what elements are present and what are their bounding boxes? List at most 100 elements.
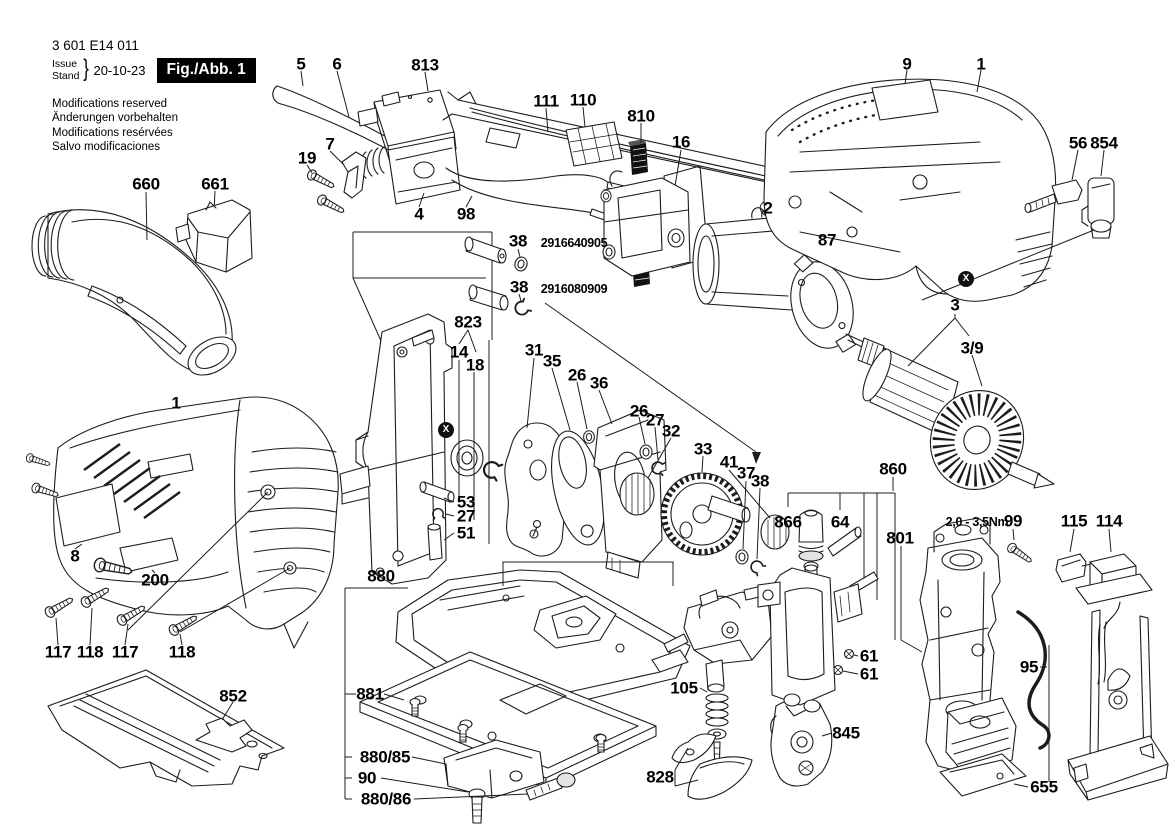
part-label-801: 801	[886, 528, 914, 548]
part-label-32: 32	[661, 421, 681, 441]
part-label-61: 61	[859, 664, 879, 684]
modification-notes: Modifications reserved Änderungen vorbeh…	[52, 97, 282, 155]
part-label-111: 111	[533, 91, 559, 111]
part-label-7: 7	[325, 134, 335, 154]
footplate-group	[344, 561, 691, 824]
part-label-38: 38	[750, 471, 770, 491]
part-label-2916080909: 2916080909	[540, 281, 608, 296]
part-label-105: 105	[670, 678, 698, 698]
part-label-115: 115	[1060, 511, 1088, 531]
part-label-880/85: 880/85	[359, 747, 411, 767]
part-label-813: 813	[411, 55, 439, 75]
part-label-33: 33	[693, 439, 713, 459]
part-label-61: 61	[859, 646, 879, 666]
part-label-27: 27	[456, 506, 476, 526]
part-label-880/86: 880/86	[360, 789, 412, 809]
plunger-group	[757, 477, 923, 713]
part-label-5: 5	[296, 54, 306, 74]
note-de: Änderungen vorbehalten	[52, 112, 178, 125]
part-label-31: 31	[524, 340, 544, 360]
lever-group	[663, 585, 859, 800]
part-label-2: 2	[763, 198, 773, 218]
part-label-860: 860	[879, 459, 907, 479]
part-label-4: 4	[414, 204, 424, 224]
part-label-660: 660	[132, 174, 160, 194]
part-label-41: 41	[719, 452, 739, 472]
carbon-brush-group	[600, 123, 709, 287]
gear-train-group	[619, 416, 790, 577]
part-label-866: 866	[774, 512, 802, 532]
part-label-110: 110	[569, 90, 597, 110]
part-label-87: 87	[817, 230, 837, 250]
part-label-845: 845	[832, 723, 860, 743]
part-label-38: 38	[509, 277, 529, 297]
part-label-2916640905: 2916640905	[540, 235, 608, 250]
part-label-51: 51	[456, 523, 476, 543]
part-label-9: 9	[902, 54, 912, 74]
stand-label: Stand	[52, 70, 80, 82]
part-label-118: 118	[168, 642, 196, 662]
part-label-19: 19	[297, 148, 317, 168]
note-fr: Modifications resérvées	[52, 126, 173, 139]
part-label-35: 35	[542, 351, 562, 371]
part-label-661: 661	[201, 174, 229, 194]
part-label-6: 6	[332, 54, 342, 74]
part-label-8: 8	[70, 546, 80, 566]
part-label-823: 823	[454, 312, 482, 332]
part-label-3: 3	[950, 295, 960, 315]
issue-stand-label: Issue Stand	[52, 58, 79, 82]
part-label-98: 98	[456, 204, 476, 224]
part-label-16: 16	[671, 132, 691, 152]
part-label-118: 118	[76, 642, 104, 662]
right-housing-group	[763, 69, 1115, 302]
part-label-99: 99	[1003, 511, 1023, 531]
part-label-53: 53	[456, 492, 476, 512]
dust-tube-group	[31, 190, 253, 376]
part-label-810: 810	[627, 106, 655, 126]
part-label-117: 117	[44, 642, 72, 662]
part-label-64: 64	[830, 512, 850, 532]
part-label-828: 828	[646, 767, 674, 787]
part-label-14: 14	[449, 342, 469, 362]
header: 3 601 E14 011 Issue Stand } 20-10-23 Fig…	[52, 38, 282, 155]
part-label-26: 26	[629, 401, 649, 421]
cord-and-switch-group	[272, 70, 633, 225]
part-label-852: 852	[219, 686, 247, 706]
part-label-881: 881	[356, 684, 384, 704]
part-label-880: 880	[367, 566, 395, 586]
figure-badge: Fig./Abb. 1	[156, 57, 256, 83]
part-label-56: 56	[1068, 133, 1088, 153]
issue-date: 20-10-23	[93, 62, 146, 78]
part-label-90: 90	[357, 768, 377, 788]
part-label-1: 1	[976, 54, 986, 74]
x-marker: X	[958, 271, 974, 287]
part-label-95: 95	[1019, 657, 1039, 677]
part-label-854: 854	[1090, 133, 1118, 153]
note-es: Salvo modificaciones	[52, 141, 161, 154]
front-housing-group	[919, 517, 1051, 797]
armature-group	[845, 314, 1055, 491]
part-label-655: 655	[1030, 777, 1058, 797]
part-label-200: 200	[141, 570, 169, 590]
gasket-plate-group	[504, 357, 667, 579]
part-label-3/9: 3/9	[960, 338, 984, 358]
part-label-18: 18	[465, 355, 485, 375]
issue-label: Issue	[52, 57, 78, 70]
part-label-36: 36	[589, 373, 609, 393]
part-label-37: 37	[736, 463, 756, 483]
part-label-114: 114	[1095, 511, 1123, 531]
left-housing-group	[24, 396, 339, 787]
electronics-group	[1055, 528, 1169, 801]
part-label-2,0-3,5Nm: 2,0 - 3,5Nm	[945, 514, 1009, 529]
gear-housing-group	[339, 231, 761, 585]
part-label-26: 26	[567, 365, 587, 385]
document-number: 3 601 E14 011	[52, 38, 139, 53]
part-label-117: 117	[111, 642, 139, 662]
x-marker: X	[438, 422, 454, 438]
part-label-38: 38	[508, 231, 528, 251]
part-label-1: 1	[171, 393, 181, 413]
part-label-27: 27	[645, 410, 665, 430]
brace-glyph: }	[83, 55, 90, 82]
